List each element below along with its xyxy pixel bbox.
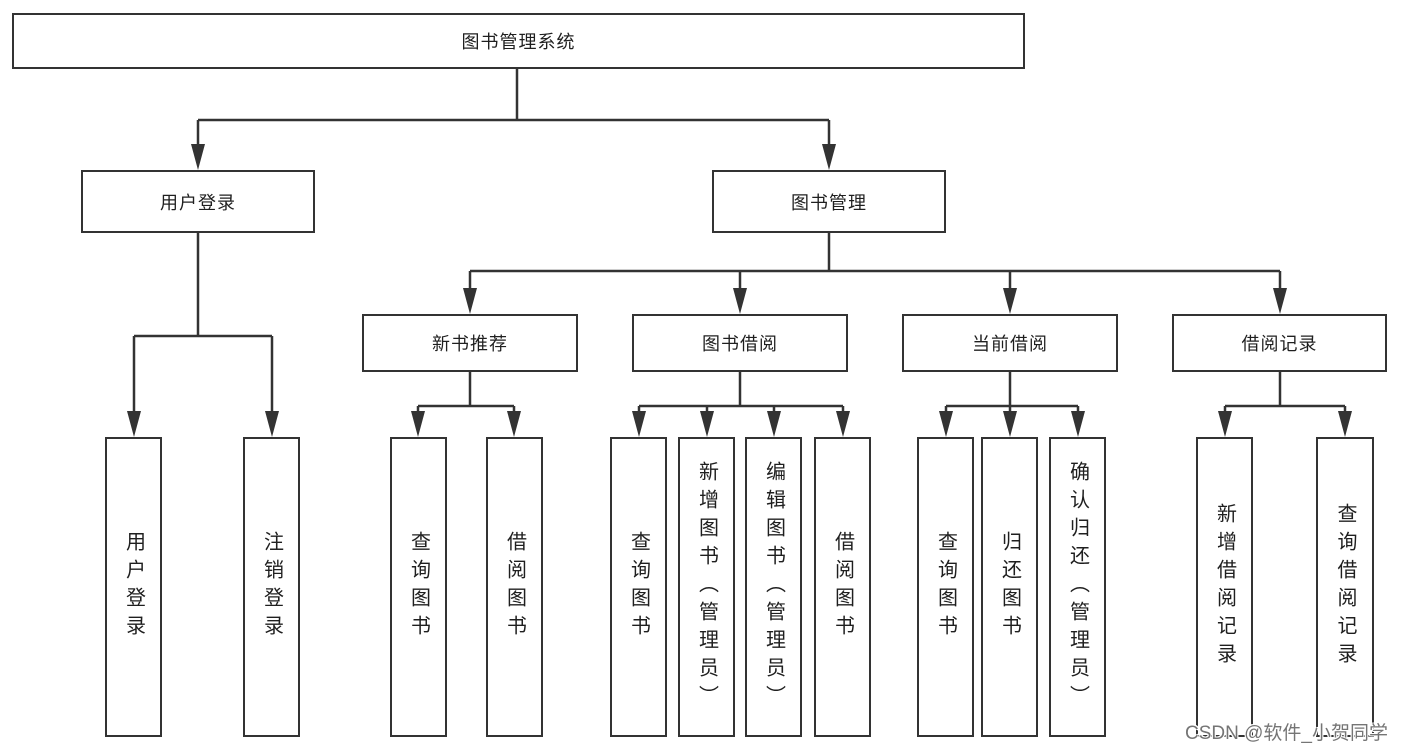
leaf-recommend-borrow-books: 借阅图书 — [486, 437, 543, 737]
node-borrow-record: 借阅记录 — [1172, 314, 1387, 372]
leaf-borrow-borrow-books: 借阅图书 — [814, 437, 871, 737]
leaf-current-query-books: 查询图书 — [917, 437, 974, 737]
leaf-current-return-books: 归还图书 — [981, 437, 1038, 737]
leaf-logout: 注销登录 — [243, 437, 300, 737]
leaf-borrow-edit-books-admin: 编辑图书（管理员） — [745, 437, 802, 737]
leaf-record-add-borrow-record: 新增借阅记录 — [1196, 437, 1253, 737]
csdn-watermark: CSDN @软件_小贺同学 — [1185, 723, 1388, 744]
leaf-record-query-borrow-record: 查询借阅记录 — [1316, 437, 1374, 737]
leaf-borrow-query-books: 查询图书 — [610, 437, 667, 737]
leaf-current-confirm-return-admin: 确认归还（管理员） — [1049, 437, 1106, 737]
node-root-system: 图书管理系统 — [12, 13, 1025, 69]
leaf-borrow-add-books-admin: 新增图书（管理员） — [678, 437, 735, 737]
leaf-user-login: 用户登录 — [105, 437, 162, 737]
leaf-recommend-query-books: 查询图书 — [390, 437, 447, 737]
node-book-borrow: 图书借阅 — [632, 314, 848, 372]
node-user-login: 用户登录 — [81, 170, 315, 233]
node-current-borrow: 当前借阅 — [902, 314, 1118, 372]
node-new-book-recommend: 新书推荐 — [362, 314, 578, 372]
node-book-management: 图书管理 — [712, 170, 946, 233]
